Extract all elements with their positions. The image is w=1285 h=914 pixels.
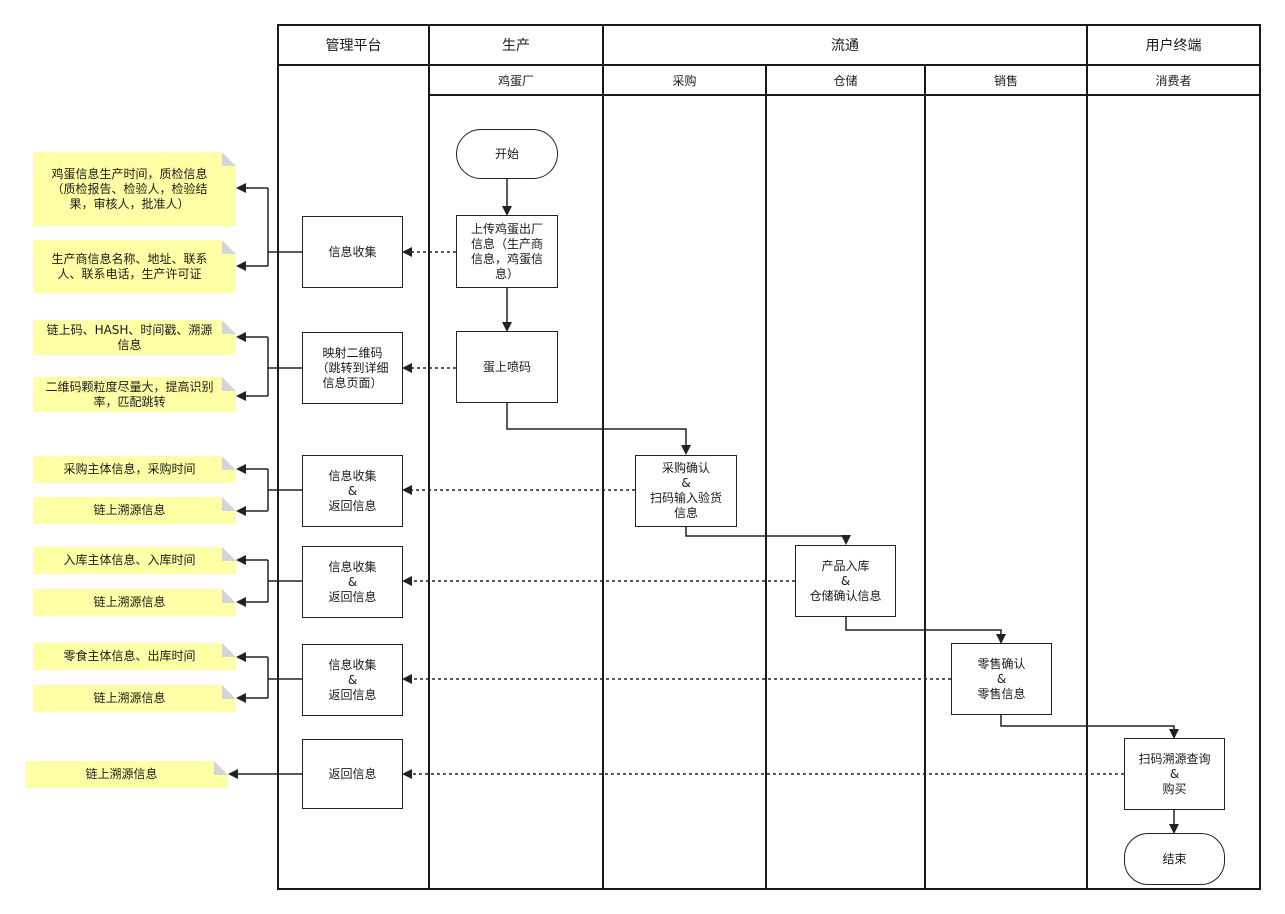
note-fold-icon [222,643,236,657]
retail-confirm-box: 零售确认 & 零售信息 [951,643,1052,715]
note-text: 链上溯源信息 [85,767,158,781]
note-chain-trace-1: 链上溯源信息 [33,497,236,524]
note-fold-icon [222,377,236,391]
platform-qr-box: 映射二维码 （跳转到详细 信息页面） [302,332,403,404]
end-node: 结束 [1124,833,1225,885]
swimlane-frame [277,24,1261,890]
lane-divider [1086,24,1088,890]
note-text: 零食主体信息、出库时间 [63,649,196,663]
bracket-qr [238,336,302,397]
lane-header-production: 生产 [502,38,530,54]
bracket-purchase [238,468,302,512]
note-egg-quality-info: 鸡蛋信息生产时间，质检信息 （质检报告、检验人，检验结 果，审核人，批准人） [33,152,236,226]
header-line [277,64,1261,66]
lane-divider [428,24,430,890]
sublane-sales: 销售 [993,73,1018,88]
stock-in-box: 产品入库 & 仓储确认信息 [795,545,896,617]
lane-header-platform: 管理平台 [325,38,382,54]
subheader-line [428,94,1261,96]
sublane-egg-factory: 鸡蛋厂 [497,73,534,88]
bracket-stockin [238,559,302,603]
note-text: 链上溯源信息 [93,503,166,517]
start-node: 开始 [456,129,558,179]
sublane-purchase: 采购 [672,73,697,88]
bracket-retail [238,656,302,699]
note-chain-trace-3: 链上溯源信息 [33,685,236,712]
note-fold-icon [222,685,236,699]
note-qr-granularity: 二维码颗粒度尽量大，提高识别 率，匹配跳转 [33,377,236,412]
note-text: 链上码、HASH、时间戳、溯源 信息 [46,322,213,352]
platform-collect-box: 信息收集 [302,216,403,288]
lane-divider [602,24,604,890]
note-chain-trace-4: 链上溯源信息 [25,761,228,788]
note-text: 二维码颗粒度尽量大，提高识别 率，匹配跳转 [45,379,214,409]
platform-collect-return-box-1: 信息收集 & 返回信息 [302,455,403,527]
upload-info-box: 上传鸡蛋出厂 信息（生产商 信息，鸡蛋信 息） [456,215,558,288]
flow-stockin-to-retail [845,617,1006,644]
note-text: 入库主体信息、入库时间 [63,553,196,567]
lane-divider [924,64,926,890]
flow-purchase-to-stockin [685,527,851,545]
note-fold-icon [222,589,236,603]
scan-query-box: 扫码溯源查询 & 购买 [1124,738,1225,810]
flow-retail-to-scan [1000,715,1179,739]
purchase-confirm-box: 采购确认 & 扫码输入验货 信息 [635,455,737,527]
note-purchase-subject: 采购主体信息，采购时间 [33,456,236,483]
note-fold-icon [222,456,236,470]
note-snack-subject: 零食主体信息、出库时间 [33,643,236,670]
spray-code-box: 蛋上喷码 [456,331,558,403]
note-fold-icon [214,761,228,775]
note-stockin-subject: 入库主体信息、入库时间 [33,547,236,574]
note-producer-info: 生产商信息名称、地址、联系 人、联系电话，生产许可证 [33,240,236,293]
platform-collect-return-box-3: 信息收集 & 返回信息 [302,644,403,716]
lane-header-user-terminal: 用户终端 [1145,38,1202,54]
sublane-warehouse: 仓储 [833,73,858,88]
note-text: 鸡蛋信息生产时间，质检信息 （质检报告、检验人，检验结 果，审核人，批准人） [51,166,208,211]
platform-collect-return-box-2: 信息收集 & 返回信息 [302,546,403,618]
platform-return-box: 返回信息 [302,739,403,809]
note-text: 链上溯源信息 [93,595,166,609]
note-text: 链上溯源信息 [93,691,166,705]
note-chain-code: 链上码、HASH、时间戳、溯源 信息 [33,320,236,355]
note-fold-icon [222,240,236,254]
note-fold-icon [222,497,236,511]
lane-divider [765,64,767,890]
note-fold-icon [222,152,236,166]
note-fold-icon [222,547,236,561]
lane-header-circulation: 流通 [831,38,859,54]
note-chain-trace-2: 链上溯源信息 [33,589,236,616]
flow-spray-to-purchase [506,403,691,455]
bracket-collect [238,187,302,267]
note-text: 采购主体信息，采购时间 [63,462,196,476]
note-fold-icon [222,320,236,334]
sublane-consumer: 消费者 [1155,73,1192,88]
note-text: 生产商信息名称、地址、联系 人、联系电话，生产许可证 [51,251,208,281]
